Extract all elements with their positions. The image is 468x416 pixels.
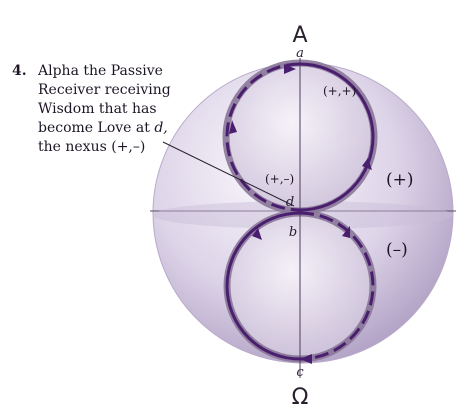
caption-line-2: Receiver receiving <box>38 82 171 98</box>
upper-quadrant-label: (+,+) <box>323 84 356 98</box>
caption-leader-line <box>162 141 295 207</box>
caption-line-4-var: d, <box>154 120 167 136</box>
lower-path-left <box>225 211 301 361</box>
arrow-lower-right <box>342 226 350 238</box>
arrow-upper-right <box>362 158 372 170</box>
caption-line-1: Alpha the Passive <box>37 63 163 79</box>
point-b-label: b <box>289 225 297 240</box>
arrow-top <box>284 64 296 74</box>
nexus-label: (+,–) <box>265 172 294 186</box>
alpha-letter: A <box>292 23 307 48</box>
omega-letter: Ω <box>292 385 309 410</box>
point-a-label: a <box>296 46 304 61</box>
point-d-label: d <box>286 195 294 210</box>
caption-number: 4. <box>12 63 27 79</box>
upper-path-left <box>225 62 301 212</box>
lower-path-right <box>299 211 375 361</box>
arrow-upper-left <box>229 120 237 134</box>
nexus-point <box>297 208 303 214</box>
caption-line-3: Wisdom that has <box>38 101 157 117</box>
caption-line-5: the nexus (+,–) <box>38 139 145 155</box>
arrow-bottom <box>300 354 312 364</box>
upper-path-right <box>299 62 375 212</box>
arrow-lower-left <box>252 228 262 240</box>
upper-half-label: (+) <box>386 170 414 190</box>
caption-line-4-text: become Love at <box>38 120 150 136</box>
point-c-label: c <box>296 365 304 380</box>
lower-half-label: (–) <box>386 240 408 260</box>
caption-line-4: become Love at d, <box>38 120 168 136</box>
